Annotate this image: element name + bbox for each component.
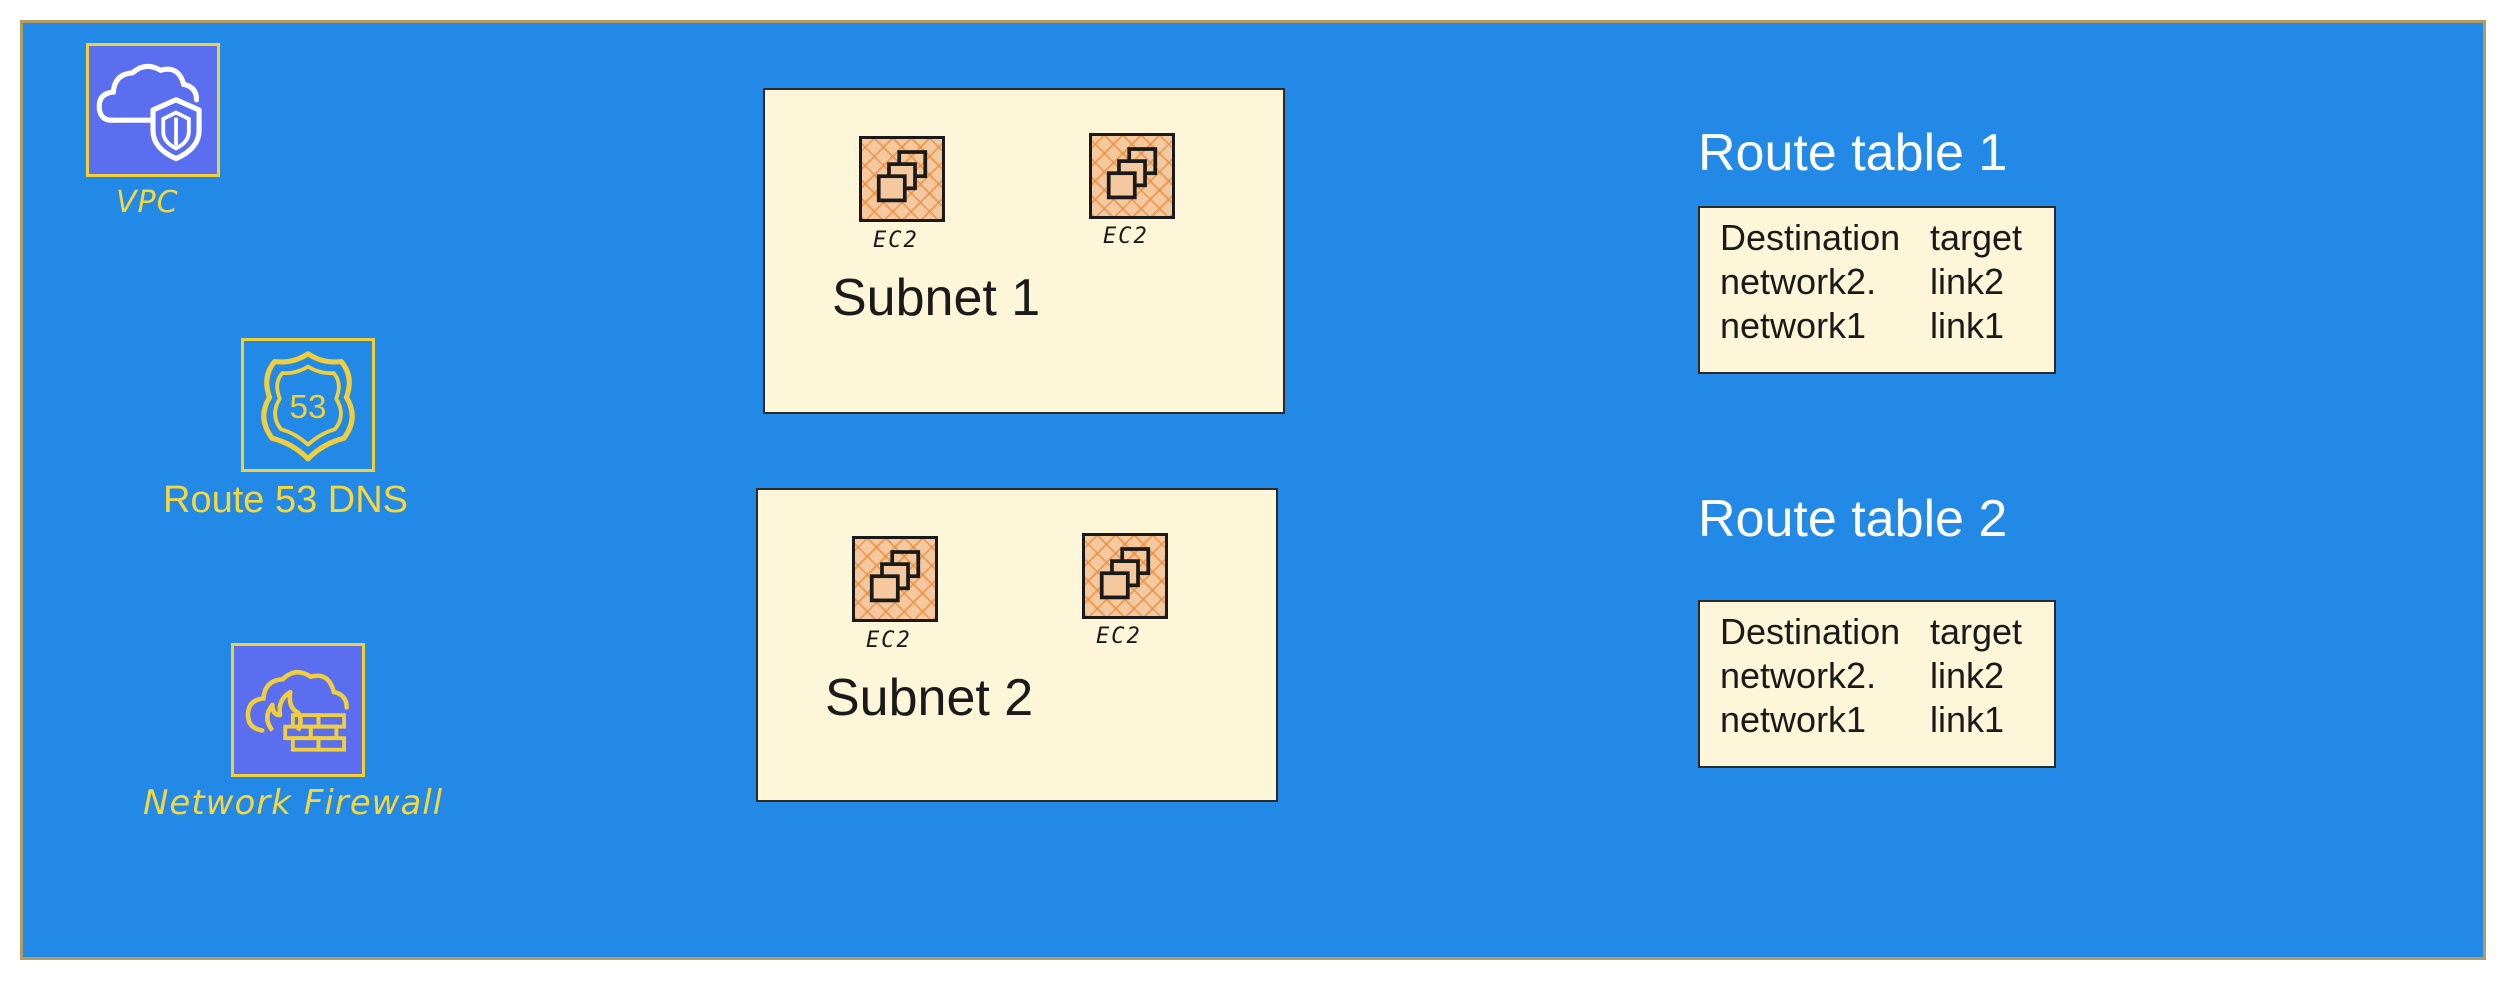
route-table-cell: network1 [1720,305,1867,346]
route-table-row: network2. link2 [1720,654,2034,698]
vpc-icon [86,43,220,177]
route-table-cell: network2. [1720,655,1877,696]
ec2-label: EC2 [1103,224,1149,249]
route53-badge-text: 53 [289,389,326,426]
route-table-header-row: Destination target [1720,216,2034,260]
network-firewall-label: Network Firewall [143,783,444,823]
route-table-cell: link1 [1930,305,2005,346]
route-table-row: network1 link1 [1720,304,2034,348]
subnet-1: EC2 EC2 Subnet 1 [763,88,1285,414]
route53-label: Route 53 DNS [163,479,409,521]
route-table-cell: network2. [1720,261,1877,302]
route-table-cell: link2 [1930,655,2005,696]
ec2-instance-icon [852,536,938,622]
ec2-label: EC2 [1096,624,1142,649]
vpc-diagram-canvas: VPC 53 Route 53 DNS Network Firewall [20,20,2486,960]
subnet-title: Subnet 1 [832,269,1041,327]
ec2-instance-icon [1082,533,1168,619]
ec2-label: EC2 [873,228,919,253]
route-table-row: network2. link2 [1720,260,2034,304]
ec2-instance-icon [1089,133,1175,219]
subnet-title: Subnet 2 [825,669,1034,727]
route-table-row: network1 link1 [1720,698,2034,742]
route-table-1: Destination target network2. link2 netwo… [1698,206,2056,374]
route-table-cell: Destination [1720,611,1901,652]
route-table-cell: Destination [1720,217,1901,258]
ec2-instance-icon [859,136,945,222]
route-table-header-row: Destination target [1720,610,2034,654]
vpc-label: VPC [116,185,179,220]
route-table-cell: link2 [1930,261,2005,302]
route53-icon: 53 [241,338,375,472]
ec2-label: EC2 [866,628,912,653]
route-table-title: Route table 2 [1698,490,2008,548]
route-table-cell: network1 [1720,699,1867,740]
network-firewall-icon [231,643,365,777]
route-table-cell: target [1930,217,2023,258]
route-table-title: Route table 1 [1698,124,2008,182]
route-table-cell: target [1930,611,2023,652]
subnet-2: EC2 EC2 Subnet 2 [756,488,1278,802]
route-table-cell: link1 [1930,699,2005,740]
route-table-2: Destination target network2. link2 netwo… [1698,600,2056,768]
